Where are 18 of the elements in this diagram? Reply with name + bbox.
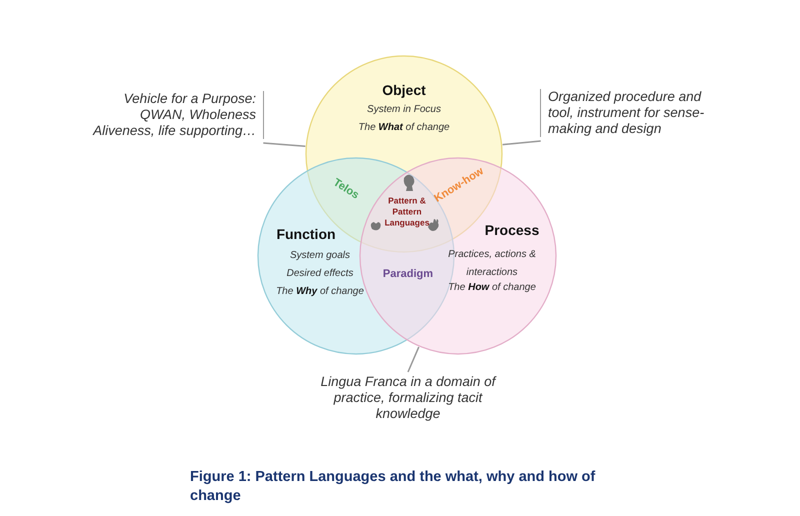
leader-line [502, 140, 541, 146]
circle-title: Function [276, 226, 336, 242]
circle-text: System goals [290, 250, 350, 261]
overlap-label: Paradigm [382, 268, 434, 280]
circle-text: System in Focus [367, 104, 441, 115]
circle-text: The How of change [448, 282, 536, 293]
circle-text: The Why of change [276, 286, 364, 297]
callout-text: Lingua Franca in a domain of practice, formalizing tacit knowledge [320, 374, 498, 422]
callout-text: Vehicle for a Purpose: QWAN, Wholeness Aliveness, life supporting… [92, 91, 256, 139]
circle-title: Process [484, 222, 540, 238]
overlap-label: Pattern & Pattern Languages [384, 196, 430, 228]
figure-caption: Figure 1: Pattern Languages and the what, why and how of change [190, 468, 596, 506]
leader-line [407, 346, 420, 372]
callout-text: Organized procedure and tool, instrument for sense-making and design [548, 89, 706, 137]
circle-title: Object [382, 82, 426, 98]
leader-line [263, 142, 306, 148]
circle-text: The What of change [358, 122, 450, 133]
circle-text: Desired effects [286, 268, 354, 279]
